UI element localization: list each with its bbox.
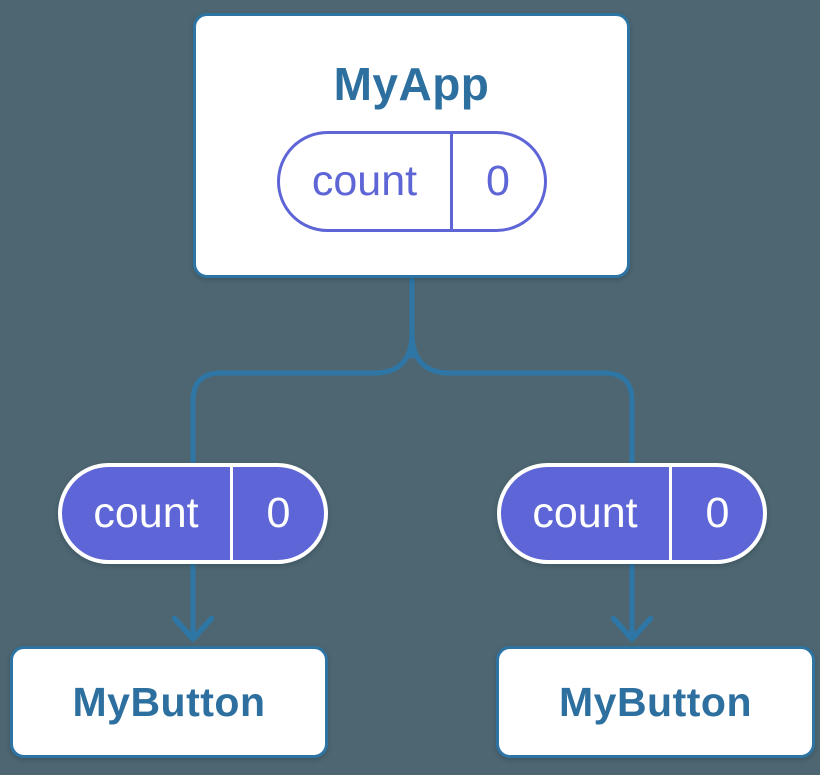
right-arrowhead-icon	[610, 615, 654, 642]
child-component-title: MyButton	[72, 679, 266, 725]
right-child-component-card: MyButton	[496, 646, 815, 758]
right-child-state-pill: count 0	[497, 463, 767, 564]
right-branch-connector	[409, 330, 635, 642]
state-value-label: 0	[486, 157, 510, 205]
state-value-label: 0	[266, 489, 291, 537]
pill-divider	[230, 467, 233, 560]
state-name-label: count	[311, 157, 418, 205]
left-child-component-card: MyButton	[10, 646, 328, 758]
root-component-card: MyApp count 0	[193, 13, 630, 278]
state-name-label: count	[93, 489, 199, 537]
root-state-pill: count 0	[276, 131, 547, 232]
pill-divider	[449, 134, 453, 229]
left-child-state-pill: count 0	[58, 463, 328, 564]
left-arrowhead-icon	[171, 615, 215, 642]
state-value-label: 0	[705, 489, 730, 537]
root-component-title: MyApp	[333, 58, 490, 110]
pill-divider	[669, 467, 672, 560]
child-component-title: MyButton	[558, 679, 752, 725]
left-branch-connector	[190, 330, 415, 642]
state-name-label: count	[532, 489, 638, 537]
